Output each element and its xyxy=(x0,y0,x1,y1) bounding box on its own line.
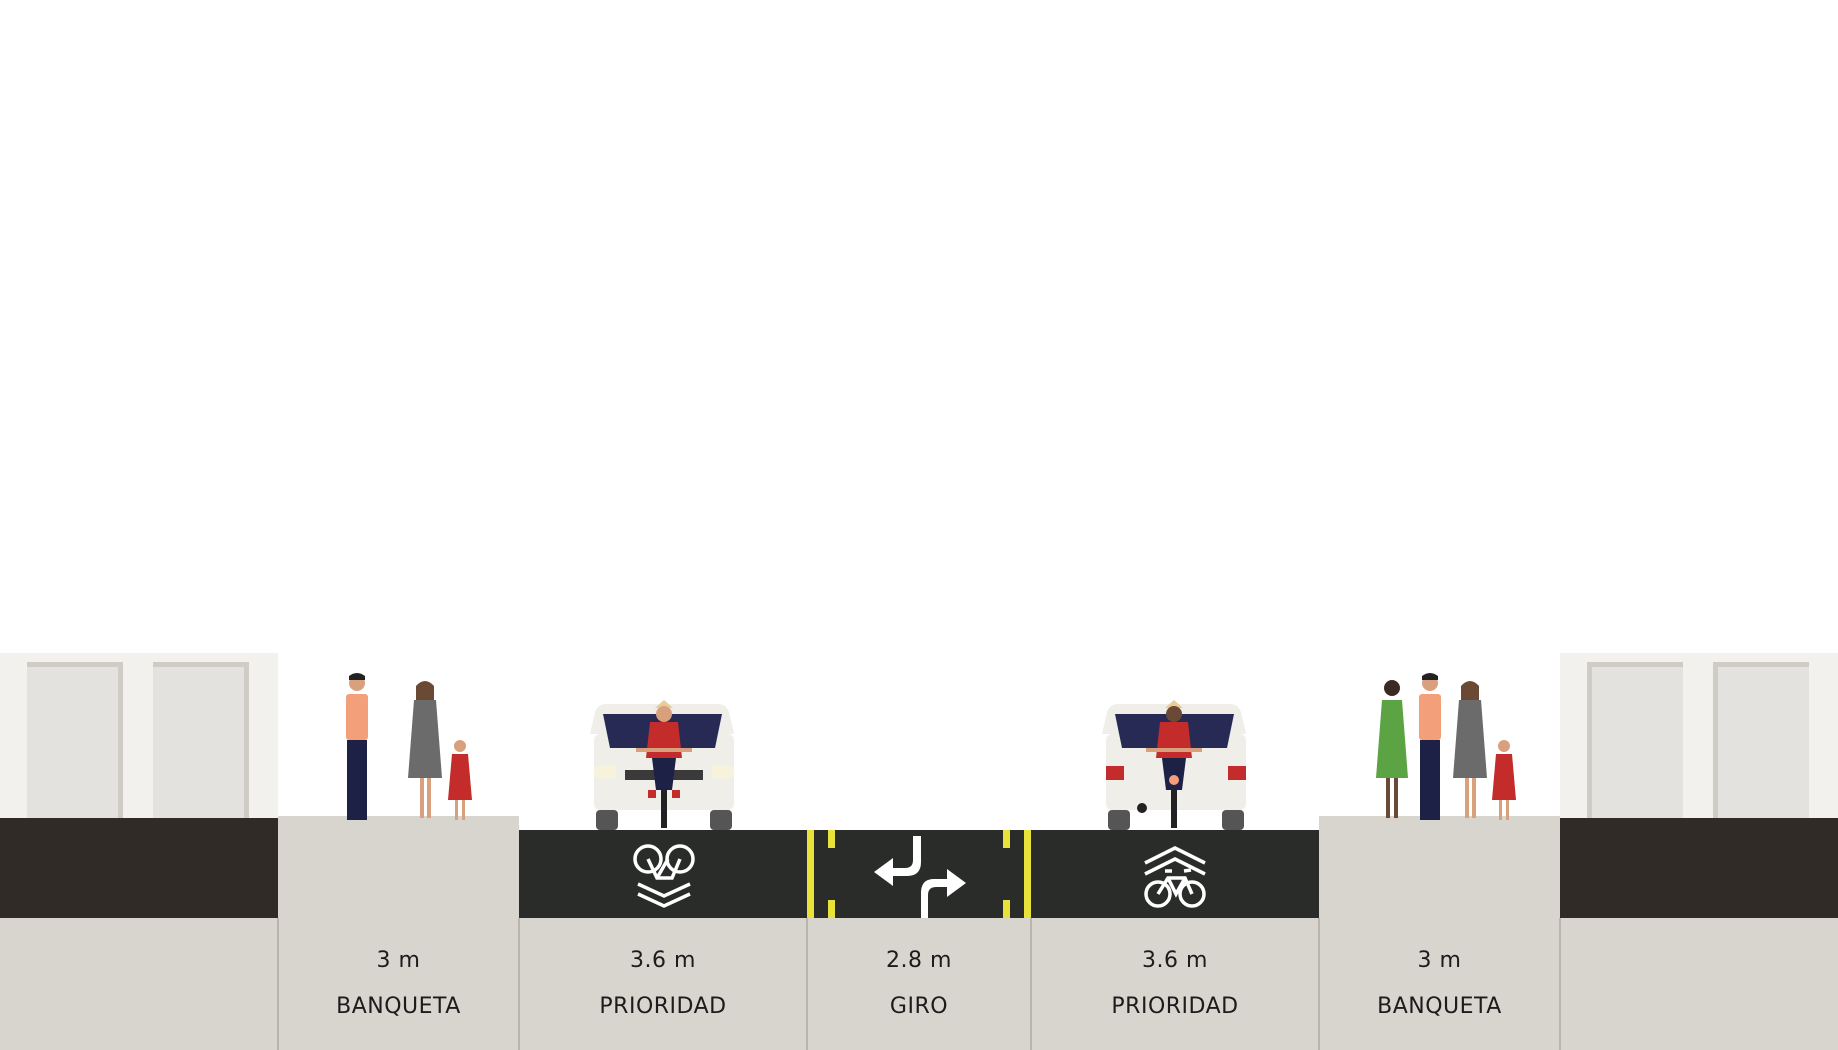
segment-width-giro: 2.8 m xyxy=(886,948,952,973)
pedestrians-left xyxy=(346,673,472,820)
left-building xyxy=(0,653,278,818)
turn-lane-lines xyxy=(807,830,1031,918)
segment-divider xyxy=(1030,918,1032,1050)
pedestrians-right xyxy=(1376,673,1516,820)
segment-divider xyxy=(1318,918,1320,1050)
segment-divider xyxy=(518,918,520,1050)
two-way-left-turn-arrows-icon xyxy=(874,836,966,918)
segment-name-giro: GIRO xyxy=(889,994,949,1019)
right-building xyxy=(1560,653,1838,818)
segment-name-prioridad-left: PRIORIDAD xyxy=(599,994,727,1019)
cyclist-right xyxy=(1146,700,1202,828)
left-building-foundation xyxy=(0,818,278,918)
left-sidewalk xyxy=(278,816,519,918)
segment-name-banqueta-right: BANQUETA xyxy=(1377,994,1502,1019)
segment-name-banqueta-left: BANQUETA xyxy=(336,994,461,1019)
right-sidewalk xyxy=(1319,816,1560,918)
segment-width-banqueta-left: 3 m xyxy=(376,948,421,973)
cyclist-left xyxy=(636,700,692,828)
bike-sharrow-up-icon xyxy=(1144,846,1206,908)
segment-divider xyxy=(277,918,279,1050)
segment-width-prioridad-left: 3.6 m xyxy=(630,948,696,973)
segment-width-banqueta-right: 3 m xyxy=(1417,948,1462,973)
segment-width-prioridad-right: 3.6 m xyxy=(1142,948,1208,973)
right-building-foundation xyxy=(1560,818,1838,918)
segment-divider xyxy=(806,918,808,1050)
bike-sharrow-down-icon xyxy=(633,844,695,908)
segment-divider xyxy=(1559,918,1561,1050)
label-band xyxy=(0,918,1838,1050)
segment-name-prioridad-right: PRIORIDAD xyxy=(1111,994,1239,1019)
